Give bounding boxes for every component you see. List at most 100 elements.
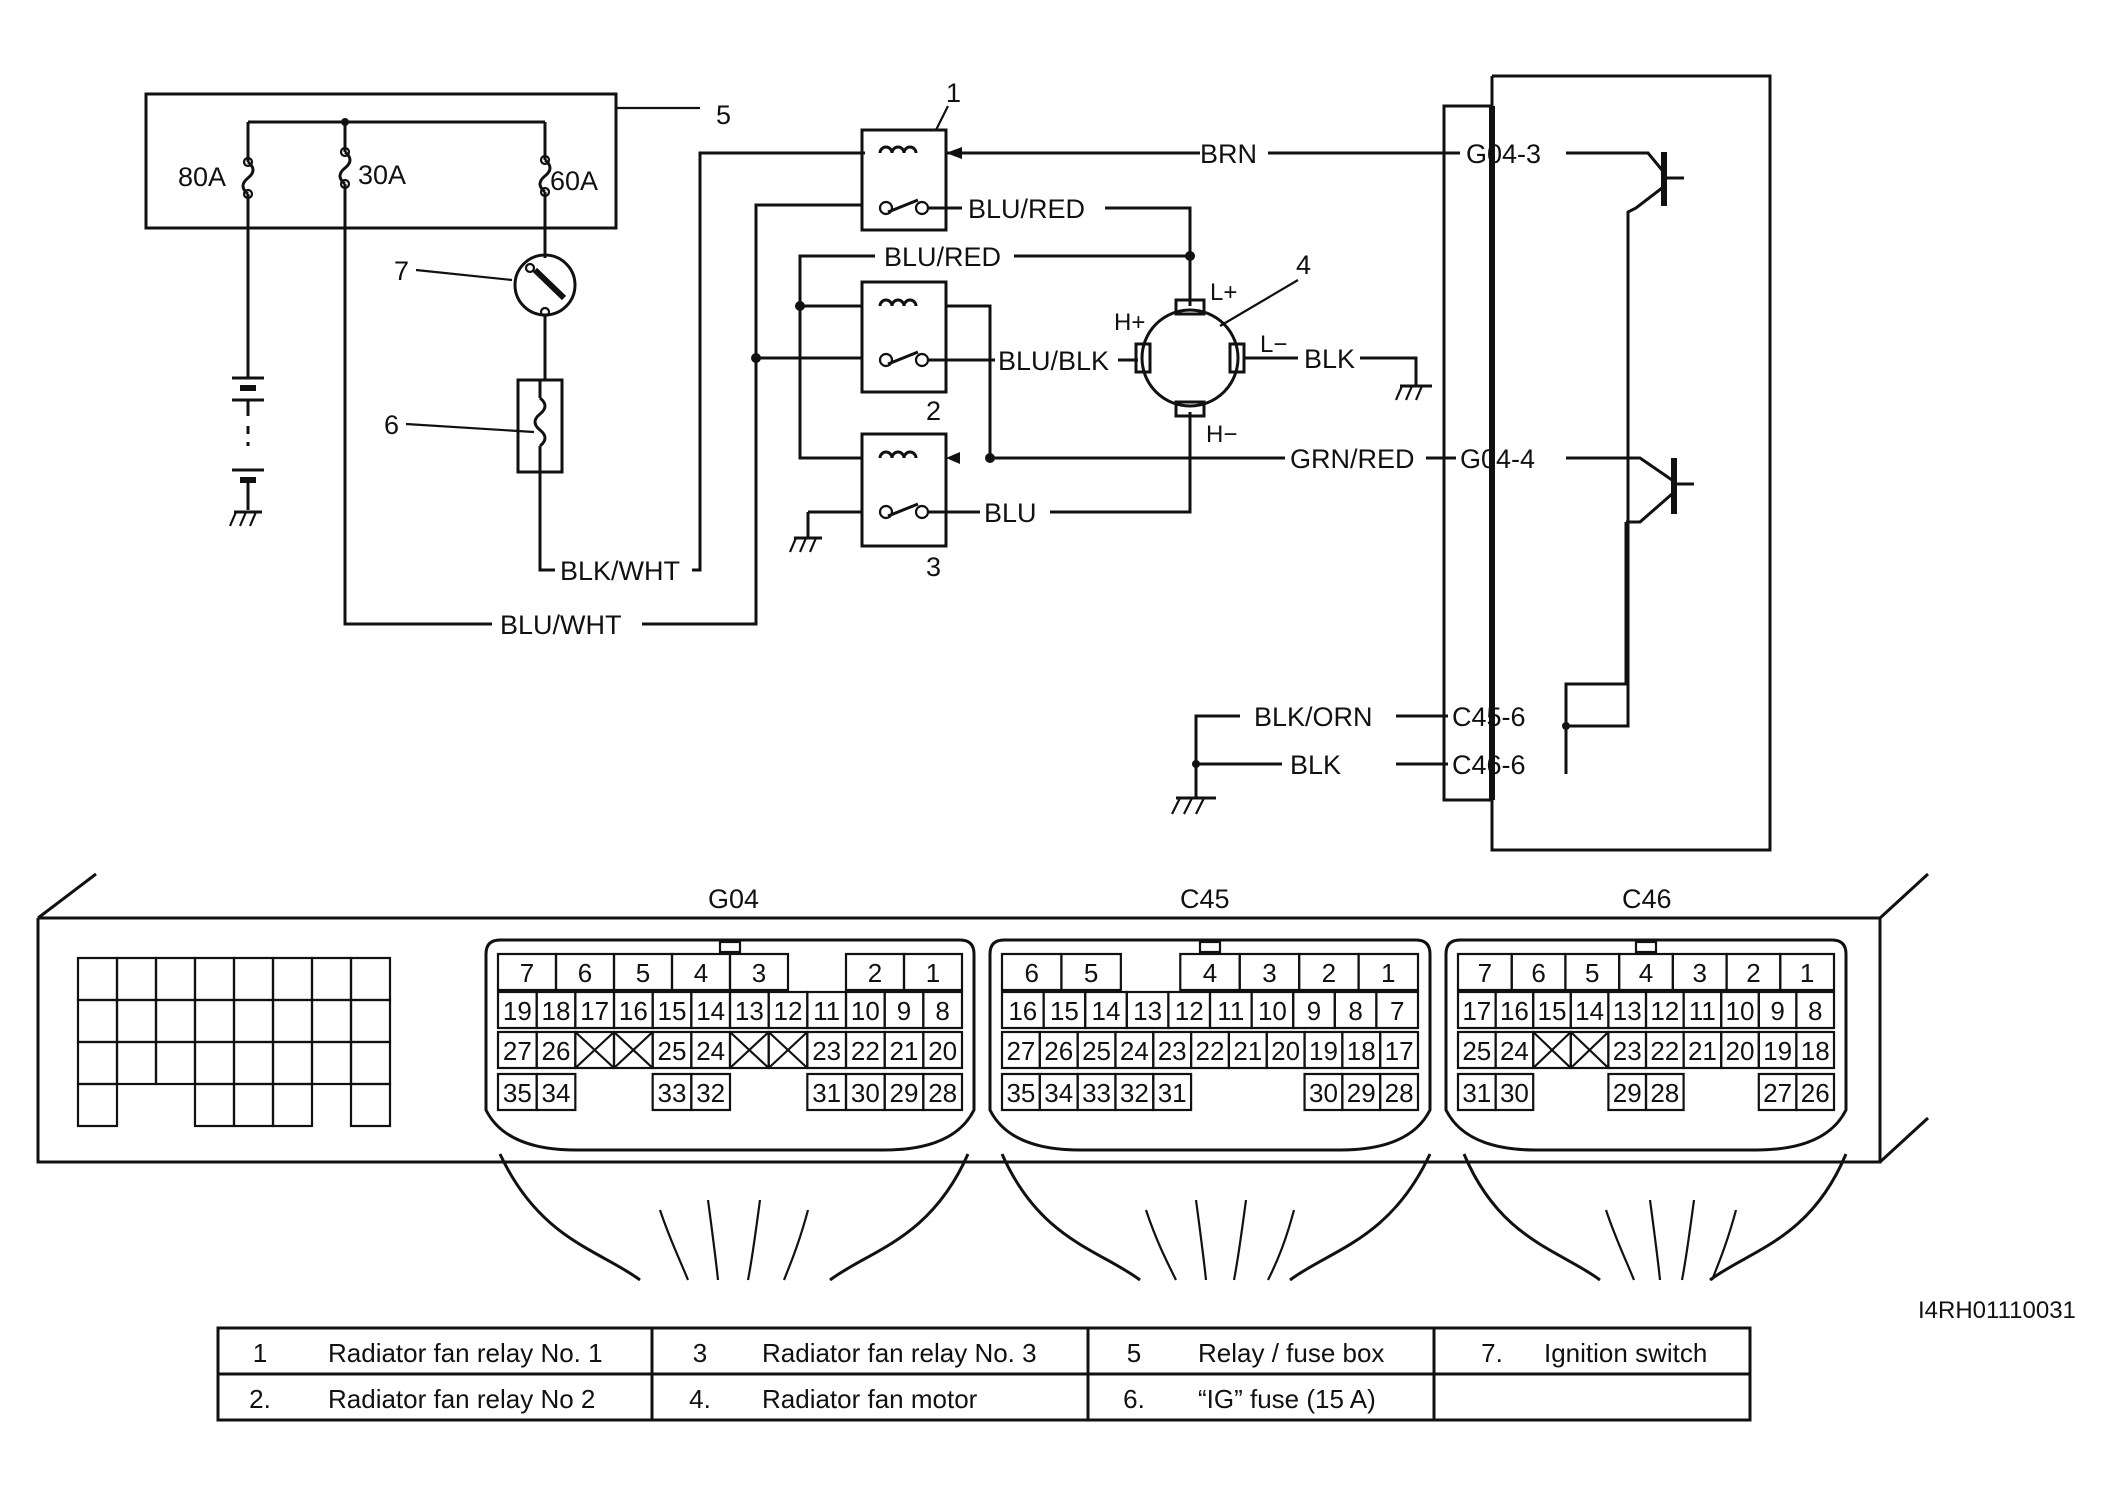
- wire-blu-blk-label: BLU/BLK: [998, 346, 1109, 376]
- legend-number: 1: [253, 1338, 267, 1368]
- motor-terminal-h-plus: H+: [1114, 309, 1145, 336]
- legend-label: Radiator fan relay No 2: [328, 1384, 595, 1414]
- connector-pin-number: 6: [578, 958, 592, 988]
- connector-pin-number: 20: [1271, 1036, 1300, 1066]
- relay-fuse-box: 5 80A 30A 60A: [144, 92, 731, 230]
- motor-terminal-l-plus: L+: [1210, 279, 1237, 306]
- blank-cavity: [271, 998, 314, 1044]
- connector-pin-number: 26: [1801, 1078, 1830, 1108]
- connector-pin-number: 4: [1639, 958, 1653, 988]
- connector-pin-number: 28: [1385, 1078, 1414, 1108]
- wire-blk-motor-label: BLK: [1304, 344, 1355, 374]
- wire-blu-label: BLU: [984, 498, 1037, 528]
- connector-pin-number: 16: [1500, 996, 1529, 1026]
- connector-pin-number: 10: [1258, 996, 1287, 1026]
- connector-pin-number: 14: [1092, 996, 1121, 1026]
- legend-number: 5: [1127, 1338, 1141, 1368]
- connector-pin-number: 21: [1688, 1036, 1717, 1066]
- blank-cavity: [76, 956, 119, 1002]
- connector-pin-number: 7: [1390, 996, 1404, 1026]
- connector-pin-number: 11: [1217, 996, 1244, 1026]
- connector-pin-number: 16: [1008, 996, 1037, 1026]
- connector-pin-number: 15: [658, 996, 687, 1026]
- blank-cavity: [310, 998, 353, 1044]
- connector-pin-number: 16: [619, 996, 648, 1026]
- connector-pin-number: 1: [1381, 958, 1395, 988]
- connector-pin: [1795, 990, 1836, 1030]
- blank-cavity: [349, 956, 392, 1002]
- connector-pin-number: 27: [503, 1036, 532, 1066]
- connector-pin-number: 30: [1500, 1078, 1529, 1108]
- connector-pin-number: 9: [897, 996, 911, 1026]
- wire-blu-red-1-label: BLU/RED: [968, 194, 1085, 224]
- connector-pin: [1795, 1072, 1836, 1112]
- connector-pin-number: 13: [1133, 996, 1162, 1026]
- connector-key-tab: [1198, 940, 1222, 954]
- connector-pin-number: 24: [1500, 1036, 1529, 1066]
- connector-pin-number: 19: [1309, 1036, 1338, 1066]
- connector-pin-number: 8: [1348, 996, 1362, 1026]
- blank-cavity: [232, 1082, 275, 1128]
- connector-pin-number: 8: [935, 996, 949, 1026]
- connector-pin: [535, 1072, 577, 1112]
- callout-5: 5: [716, 100, 731, 130]
- connector-pin-number: 3: [1262, 958, 1276, 988]
- fuse-60a-icon: [538, 122, 552, 228]
- connector-pin: [1494, 1072, 1535, 1112]
- connector-pin-number: 26: [542, 1036, 571, 1066]
- connector-pin-number: 19: [503, 996, 532, 1026]
- wire-blk-orn-label: BLK/ORN: [1254, 702, 1373, 732]
- callout-4: 4: [1296, 250, 1311, 280]
- wire-blu-wht-label: BLU/WHT: [500, 610, 622, 640]
- ecm-terminal-c45-6: C45-6: [1452, 702, 1526, 732]
- connector-pin-number: 30: [1309, 1078, 1338, 1108]
- connector-pin-number: 22: [851, 1036, 880, 1066]
- connector-pin-number: 25: [1082, 1036, 1111, 1066]
- connector-pin-number: 26: [1044, 1036, 1073, 1066]
- figure-id: I4RH01110031: [1918, 1297, 2076, 1324]
- fan-relay-3: [860, 432, 948, 548]
- ecm-connector-housing: [36, 872, 1930, 1164]
- blank-cavity: [115, 956, 158, 1002]
- connector-pin: [1644, 1072, 1685, 1112]
- connector-pin-number: 25: [1462, 1036, 1491, 1066]
- connector-pin-number: 28: [1650, 1078, 1679, 1108]
- connector-pin-number: 10: [851, 996, 880, 1026]
- connector-pin-number: 24: [1120, 1036, 1149, 1066]
- connector-pin-number: 23: [1158, 1036, 1187, 1066]
- fan-relay-2: [860, 280, 948, 394]
- connector-pin-number: 18: [542, 996, 571, 1026]
- connector-pin: [1379, 1030, 1420, 1070]
- connector-pin-number: 18: [1801, 1036, 1830, 1066]
- connector-pin: [1779, 952, 1836, 992]
- ground-icon: [1171, 796, 1216, 815]
- callout-1: 1: [946, 78, 961, 108]
- connector-pin-number: 7: [520, 958, 534, 988]
- fuse-80a-label: 80A: [178, 162, 226, 192]
- connector-pin-number: 31: [1158, 1078, 1187, 1108]
- connector-pin-number: 27: [1006, 1036, 1035, 1066]
- connector-g04-name: G04: [708, 884, 759, 914]
- connector-pin-number: 6: [1531, 958, 1545, 988]
- connector-pin-number: 12: [774, 996, 803, 1026]
- connector-shell: [988, 938, 1432, 1152]
- wire-brn-label: BRN: [1200, 139, 1257, 169]
- connector-pin-number: 13: [735, 996, 764, 1026]
- blank-cavity: [349, 998, 392, 1044]
- fuse-30a-icon: [338, 118, 352, 228]
- connector-pin-number: 25: [658, 1036, 687, 1066]
- callout-3: 3: [926, 552, 941, 582]
- connector-pin-number: 5: [636, 958, 650, 988]
- connector-pin-number: 15: [1538, 996, 1567, 1026]
- connector-pin-number: 17: [1462, 996, 1491, 1026]
- connector-pin-number: 4: [694, 958, 708, 988]
- connector-pin-number: 18: [1347, 1036, 1376, 1066]
- connector-pin: [1152, 1072, 1193, 1112]
- connector-pin-number: 34: [1044, 1078, 1073, 1108]
- wire-blk-wht-label: BLK/WHT: [560, 556, 680, 586]
- callout-2: 2: [926, 396, 941, 426]
- connector-pin-number: 33: [658, 1078, 687, 1108]
- ecm-terminal-g04-3: G04-3: [1466, 139, 1541, 169]
- fuse-60a-label: 60A: [550, 166, 598, 196]
